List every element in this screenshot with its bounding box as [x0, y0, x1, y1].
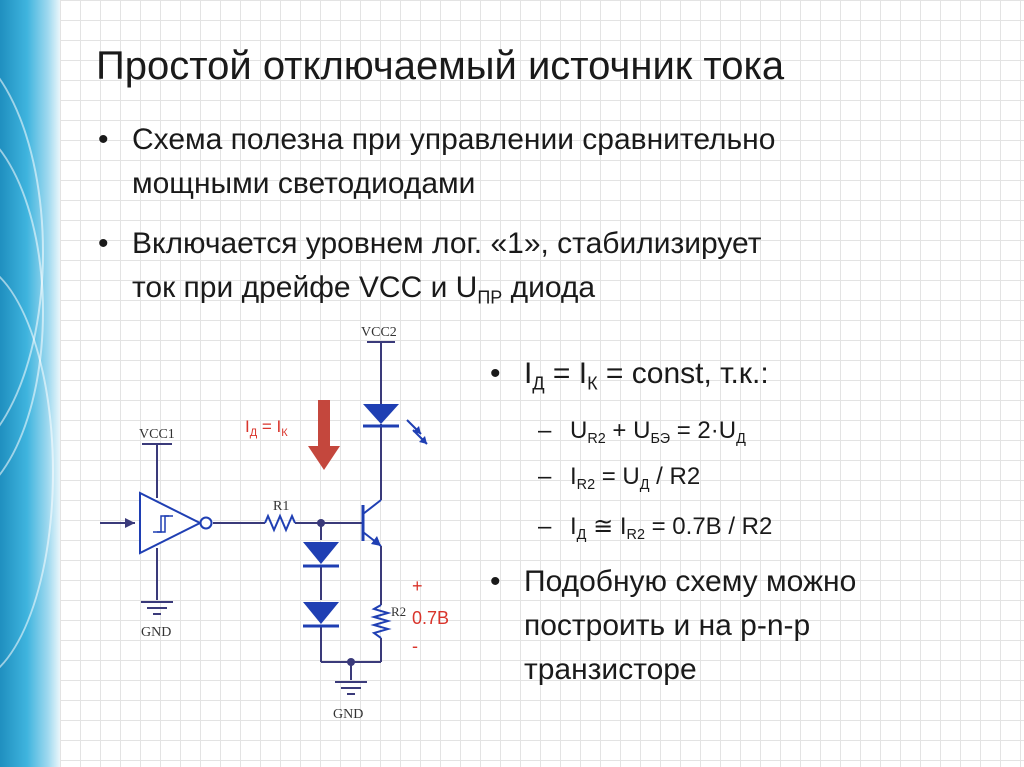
- r2-label: R2: [391, 604, 406, 619]
- circuit-schematic: VCC1 VCC2 GND R1: [100, 325, 449, 722]
- bullet-dot: •: [98, 227, 109, 260]
- voltage-label: 0.7В: [412, 608, 449, 628]
- r1-label: R1: [273, 499, 289, 514]
- npn-transistor: [361, 499, 382, 547]
- bullet-2: • Включается уровнем лог. «1», стабилизи…: [98, 222, 1012, 319]
- current-arrow-icon: [308, 400, 340, 470]
- bullet-2-line-2: ток при дрейфе VCC и UПР диода: [132, 271, 596, 308]
- led: [363, 404, 428, 445]
- decorative-side-band: [0, 0, 60, 767]
- vcc1-label: VCC1: [139, 427, 175, 442]
- schmitt-buffer: [139, 491, 213, 555]
- right-bullet-2: • Подобную схему можно построить и на p-…: [490, 560, 1004, 692]
- bullet-dot: •: [98, 123, 109, 156]
- gnd-bottom-label: GND: [333, 707, 363, 722]
- r2-resistor: [370, 604, 392, 639]
- gnd-left-icon: [141, 601, 173, 615]
- minus-sign: -: [412, 636, 418, 656]
- bullet-1-line-1: Схема полезна при управлении сравнительн…: [132, 123, 776, 156]
- plus-sign: +: [412, 576, 423, 596]
- gnd-bottom-icon: [335, 681, 367, 695]
- node-dot: [347, 658, 355, 666]
- sub-bullet-2: – IR2 = UД / R2: [538, 463, 701, 494]
- vcc2-label: VCC2: [361, 325, 397, 340]
- bullet-1: • Схема полезна при управлении сравнител…: [98, 118, 1012, 206]
- current-label: IД = IК: [245, 417, 288, 439]
- input-arrow-icon: [125, 518, 135, 528]
- bullet-dot: •: [490, 565, 501, 598]
- node-dot: [317, 519, 325, 527]
- diode-2: [303, 602, 339, 628]
- bullet-dot: •: [490, 357, 501, 390]
- bullet-1-line-2: мощными светодиодами: [132, 167, 476, 200]
- right-bullet-1: • IД = IК = const, т.к.:: [490, 352, 769, 405]
- diode-1: [303, 542, 339, 568]
- slide-title: Простой отключаемый источник тока: [96, 44, 785, 88]
- gnd-left-label: GND: [141, 625, 171, 640]
- bullet-2-line-1: Включается уровнем лог. «1», стабилизиру…: [132, 227, 762, 260]
- r1-resistor: [264, 513, 296, 533]
- decorative-arc: [0, 260, 54, 684]
- sub-bullet-3: – IД ≅ IR2 = 0.7В / R2: [538, 513, 773, 544]
- sub-bullet-1: – UR2 + UБЭ = 2·UД: [538, 417, 746, 448]
